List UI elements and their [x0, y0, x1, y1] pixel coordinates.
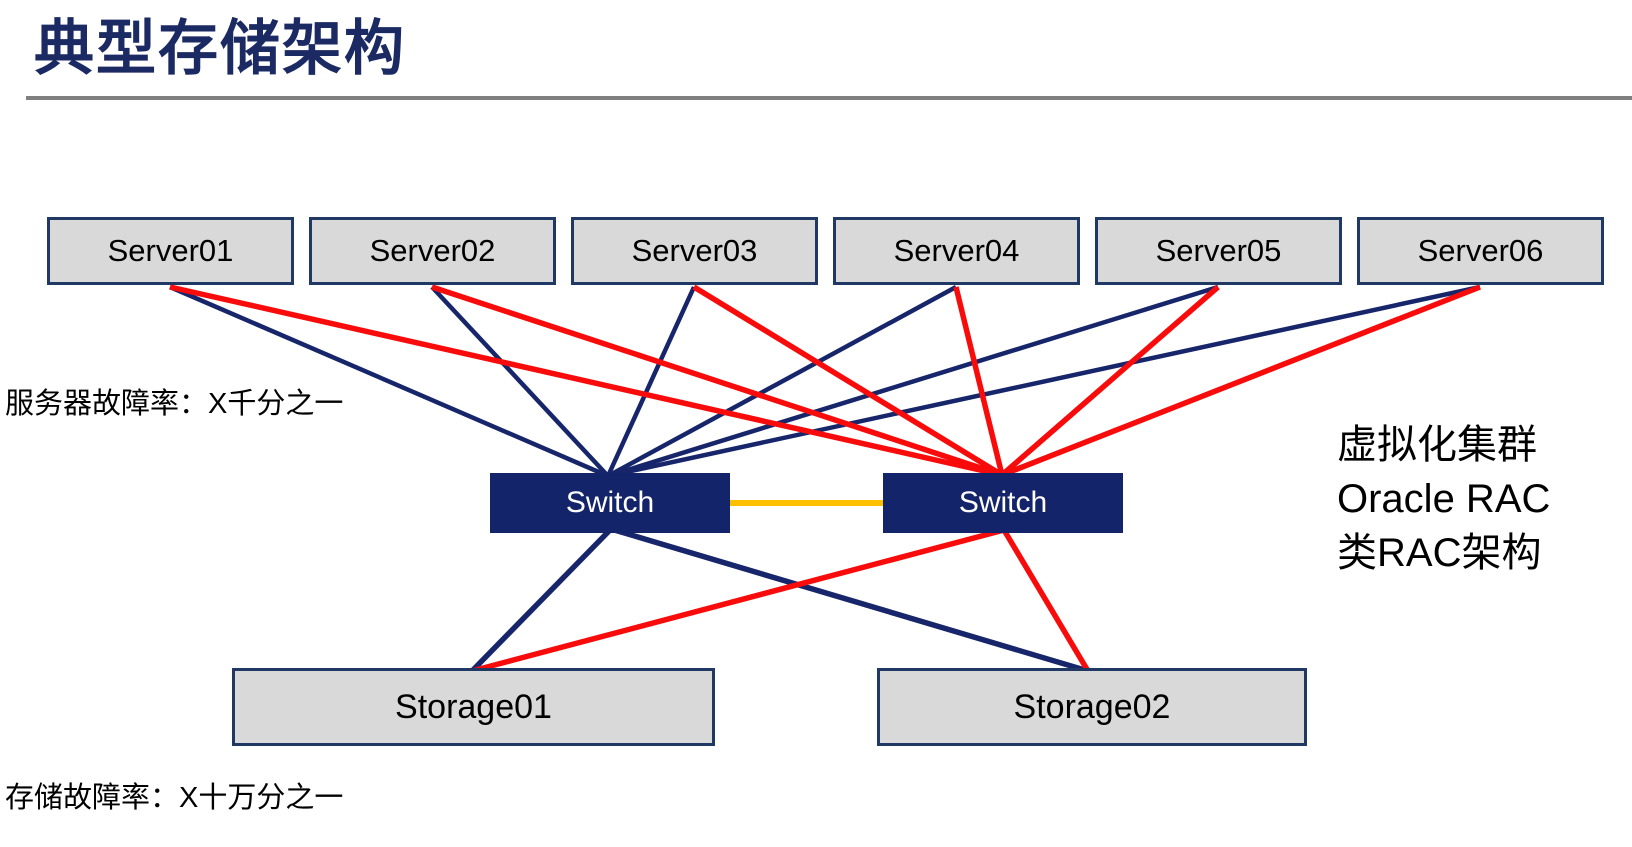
- link-switchR-storage2: [1001, 528, 1091, 673]
- link-switchL-storage1: [470, 527, 613, 673]
- link-server3-switchL: [605, 286, 697, 477]
- link-server5-switchR: [1000, 284, 1220, 478]
- cluster-note-line1: 虚拟化集群: [1337, 423, 1537, 467]
- server5-box: Server05: [1095, 217, 1342, 285]
- switch-right-label: Switch: [958, 486, 1048, 519]
- server1-box: Server01: [47, 217, 294, 285]
- cluster-note-line2: Oracle RAC: [1337, 477, 1551, 521]
- server2-label: Server02: [369, 233, 496, 268]
- storage1-label: Storage01: [395, 687, 552, 726]
- server4-box: Server04: [833, 217, 1080, 285]
- link-server4-switchL: [606, 285, 958, 478]
- server6-label: Server06: [1417, 233, 1544, 268]
- server3-box: Server03: [571, 217, 818, 285]
- link-server5-switchL: [607, 284, 1219, 479]
- server3-label: Server03: [631, 233, 758, 268]
- link-server3-switchR: [692, 284, 1004, 478]
- link-switchR-storage1: [471, 527, 1005, 674]
- server4-label: Server04: [893, 233, 1020, 268]
- storage1-box: Storage01: [232, 668, 715, 746]
- server1-label: Server01: [107, 233, 234, 268]
- server6-box: Server06: [1357, 217, 1604, 285]
- link-switchL-storage2: [610, 526, 1089, 674]
- cluster-note-line3: 类RAC架构: [1337, 531, 1542, 575]
- server2-box: Server02: [309, 217, 556, 285]
- link-server2-switchR: [431, 284, 1003, 478]
- server5-label: Server05: [1155, 233, 1282, 268]
- storage2-label: Storage02: [1013, 687, 1171, 726]
- cluster-type-note: 虚拟化集群 Oracle RAC 类RAC架构: [1337, 418, 1550, 580]
- storage2-box: Storage02: [877, 668, 1307, 746]
- title-divider-rule: [26, 96, 1632, 100]
- link-server2-switchL: [430, 285, 610, 478]
- storage-failure-rate-label: 存储故障率：X十万分之一: [5, 782, 344, 814]
- link-server4-switchR: [953, 286, 1005, 476]
- page-title: 典型存储架构: [34, 15, 406, 82]
- switch-left-box: Switch: [490, 473, 730, 533]
- switch-left-label: Switch: [565, 486, 655, 519]
- switch-right-box: Switch: [883, 473, 1123, 533]
- server-failure-rate-label: 服务器故障率：X千分之一: [5, 388, 344, 420]
